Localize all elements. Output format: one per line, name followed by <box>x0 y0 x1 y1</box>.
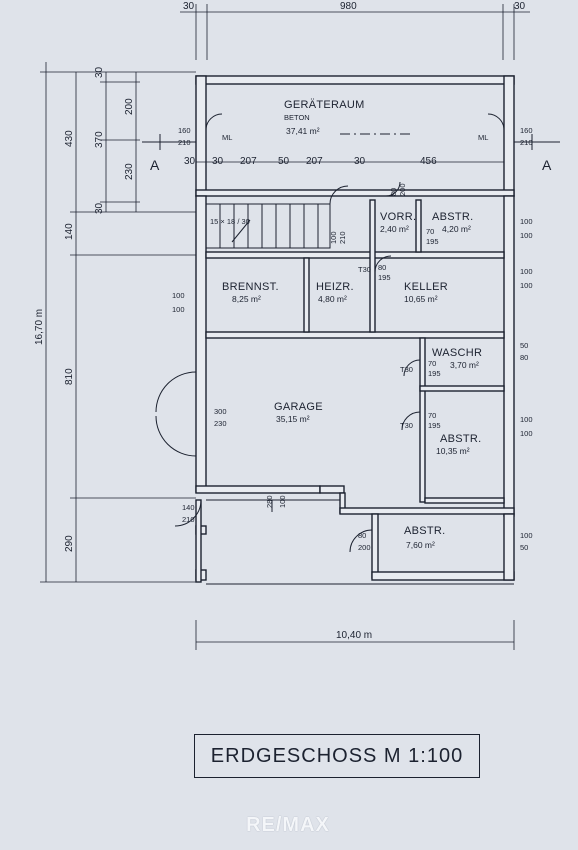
staircase: 15 × 18 / 30 <box>205 203 331 249</box>
dim-230: 230 <box>124 163 135 180</box>
door-stair-bot: 210 <box>338 231 347 244</box>
dim-top-right: 30 <box>514 1 526 12</box>
d3-bot: 100 <box>172 305 185 314</box>
d4-top: 50 <box>520 341 528 350</box>
ml-right: ML <box>478 133 488 142</box>
row-dim-6: 30 <box>354 156 366 167</box>
door-top-b: 200 <box>398 183 407 196</box>
row-dim-7: 456 <box>420 156 437 167</box>
room-abstr3-area: 7,60 m² <box>406 540 435 550</box>
d2-top: 100 <box>520 267 533 276</box>
door-waschr-bot: 195 <box>428 369 441 378</box>
room-brennst-name: BRENNST. <box>222 281 279 293</box>
room-vorr-name: VORR. <box>380 211 416 223</box>
row-dimensions: 30 30 207 50 207 30 456 <box>184 156 504 167</box>
room-labels: GERÄTERAUM BETON 37,41 m² VORR. 2,40 m² … <box>222 99 482 550</box>
door-keller-bot: 195 <box>378 273 391 282</box>
d2-bot: 100 <box>520 281 533 290</box>
row-dim-5: 207 <box>306 156 323 167</box>
room-abstr1-name: ABSTR. <box>432 211 474 223</box>
door-vorr-top: 70 <box>426 227 434 236</box>
gate-bot: 100 <box>278 495 287 508</box>
room-garage-area: 35,15 m² <box>276 414 310 424</box>
room-heizr-name: HEIZR. <box>316 281 354 293</box>
d3-top: 100 <box>172 291 185 300</box>
door-top-a: 80 <box>389 188 398 196</box>
door-vorr-bot: 195 <box>426 237 439 246</box>
row-dim-4: 50 <box>278 156 290 167</box>
room-waschr-area: 3,70 m² <box>450 360 479 370</box>
dim-200: 200 <box>124 98 135 115</box>
door-keller-top: 80 <box>378 263 386 272</box>
top-dimension: 30 980 30 <box>180 1 530 60</box>
left-dimensions: 16,70 m 430 140 810 290 30 200 370 230 3… <box>34 62 196 583</box>
d6-bot: 50 <box>520 543 528 552</box>
door-waschr-top: 70 <box>428 359 436 368</box>
row-dim-3: 207 <box>240 156 257 167</box>
dim-810: 810 <box>64 368 75 385</box>
dim-top-left: 30 <box>183 1 195 12</box>
d4-bot: 80 <box>520 353 528 362</box>
walls <box>195 75 515 585</box>
room-heizr-area: 4,80 m² <box>318 294 347 304</box>
section-a-right: A <box>542 157 552 173</box>
room-keller-name: KELLER <box>404 281 448 293</box>
dim-290: 290 <box>64 535 75 552</box>
row-dim-2: 30 <box>212 156 224 167</box>
section-markers: A A <box>142 134 560 173</box>
room-geraeteraum-material: BETON <box>284 113 310 122</box>
d1-top: 100 <box>520 217 533 226</box>
row-dim-1: 30 <box>184 156 196 167</box>
room-garage-name: GARAGE <box>274 401 323 413</box>
room-waschr-name: WASCHR <box>432 347 482 359</box>
dim-top-mid: 980 <box>340 1 357 12</box>
ml-left: ML <box>222 133 232 142</box>
stairs-spec: 15 × 18 / 30 <box>210 217 250 226</box>
w-right-top: 160 <box>520 126 533 135</box>
opening-labels: 160 210 ML 160 210 ML 100 100 100 100 10… <box>172 126 533 552</box>
dim-140: 140 <box>64 223 75 240</box>
d5-top: 100 <box>520 415 533 424</box>
garage-door-top: 300 <box>214 407 227 416</box>
remax-logo: RE/MAX <box>246 814 330 836</box>
room-geraeteraum-area: 37,41 m² <box>286 126 320 136</box>
room-abstr2-name: ABSTR. <box>440 433 482 445</box>
d1-bot: 100 <box>520 231 533 240</box>
door-swings <box>155 113 505 553</box>
t30-keller: T30 <box>358 265 371 274</box>
room-keller-area: 10,65 m² <box>404 294 438 304</box>
t30-waschr: T30 <box>400 365 413 374</box>
side-door-top: 140 <box>182 503 195 512</box>
w-left-top: 160 <box>178 126 191 135</box>
door-abstr3-top: 80 <box>358 531 366 540</box>
room-abstr2-area: 10,35 m² <box>436 446 470 456</box>
w-right-bot: 210 <box>520 138 533 147</box>
plan-title: ERDGESCHOSS M 1:100 <box>194 734 480 778</box>
room-abstr3-name: ABSTR. <box>404 525 446 537</box>
bottom-dimension: 10,40 m <box>195 620 515 650</box>
garage-door-bot: 230 <box>214 419 227 428</box>
gate-top: 280 <box>265 495 274 508</box>
dim-30b: 30 <box>94 202 105 214</box>
room-brennst-area: 8,25 m² <box>232 294 261 304</box>
door-abstr3-bot: 200 <box>358 543 371 552</box>
door-abstr2-top: 70 <box>428 411 436 420</box>
dim-430: 430 <box>64 130 75 147</box>
dim-bottom: 10,40 m <box>336 630 372 641</box>
room-abstr1-area: 4,20 m² <box>442 224 471 234</box>
w-left-bot: 210 <box>178 138 191 147</box>
dim-total-height: 16,70 m <box>34 309 45 345</box>
d6-top: 100 <box>520 531 533 540</box>
room-geraeteraum-name: GERÄTERAUM <box>284 99 365 111</box>
t30-abstr2: T30 <box>400 421 413 430</box>
d5-bot: 100 <box>520 429 533 438</box>
dim-370: 370 <box>94 131 105 148</box>
room-vorr-area: 2,40 m² <box>380 224 409 234</box>
section-a-left: A <box>150 157 160 173</box>
dim-30a: 30 <box>94 66 105 78</box>
side-door-bot: 210 <box>182 515 195 524</box>
door-abstr2-bot: 195 <box>428 421 441 430</box>
door-stair-top: 100 <box>329 231 338 244</box>
